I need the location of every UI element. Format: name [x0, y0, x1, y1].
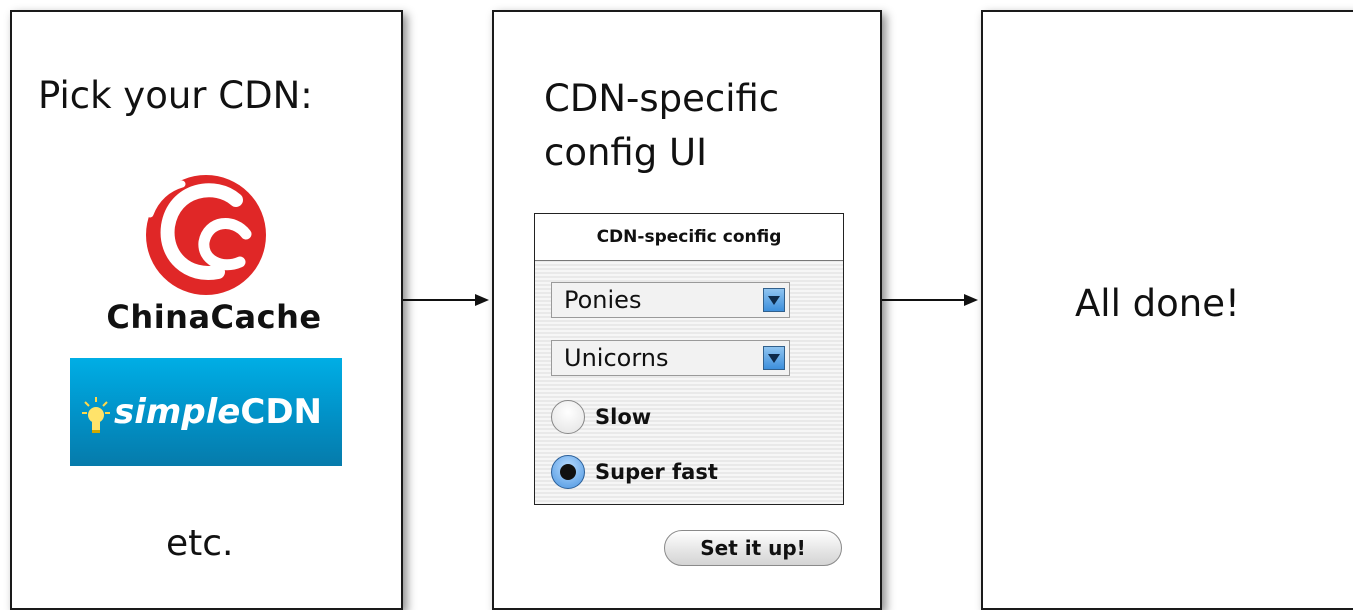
- radio-label: Slow: [595, 405, 652, 429]
- more-providers-text: etc.: [166, 523, 234, 564]
- simplecdn-label-part1: simple: [114, 392, 241, 432]
- config-dialog: CDN-specific config Ponies Unicorns Slow…: [534, 213, 844, 505]
- panel-config-ui: CDN-specific config UI CDN-specific conf…: [492, 10, 882, 610]
- simplecdn-label-part2: CDN: [240, 392, 323, 432]
- flow-arrow-icon: [882, 294, 978, 306]
- panel-all-done: All done!: [981, 10, 1353, 610]
- radio-option-slow[interactable]: Slow: [551, 399, 651, 435]
- unicorns-dropdown[interactable]: Unicorns: [551, 340, 790, 376]
- radio-option-super-fast[interactable]: Super fast: [551, 454, 718, 490]
- ponies-dropdown[interactable]: Ponies: [551, 282, 790, 318]
- panel-title: All done!: [1075, 282, 1240, 325]
- chinacache-label[interactable]: ChinaCache: [106, 298, 322, 336]
- chinacache-logo-icon[interactable]: [138, 174, 274, 296]
- config-dialog-title: CDN-specific config: [535, 214, 843, 261]
- dropdown-arrow-icon[interactable]: [763, 346, 785, 370]
- panel-title: CDN-specific config UI: [544, 77, 780, 174]
- radio-button[interactable]: [551, 455, 585, 489]
- set-it-up-button[interactable]: Set it up!: [664, 530, 842, 566]
- panel-title: Pick your CDN:: [38, 74, 313, 117]
- simplecdn-logo[interactable]: simpleCDN: [70, 358, 342, 466]
- radio-label: Super fast: [595, 460, 718, 484]
- radio-button[interactable]: [551, 400, 585, 434]
- simplecdn-label: simpleCDN: [114, 392, 322, 432]
- panel-pick-cdn: Pick your CDN: ChinaCache simpleCDN etc.: [10, 10, 403, 610]
- dropdown-arrow-icon[interactable]: [763, 288, 785, 312]
- dropdown-value: Unicorns: [564, 344, 669, 372]
- lightbulb-icon: [82, 397, 110, 433]
- flow-arrow-icon: [403, 294, 489, 306]
- dropdown-value: Ponies: [564, 286, 642, 314]
